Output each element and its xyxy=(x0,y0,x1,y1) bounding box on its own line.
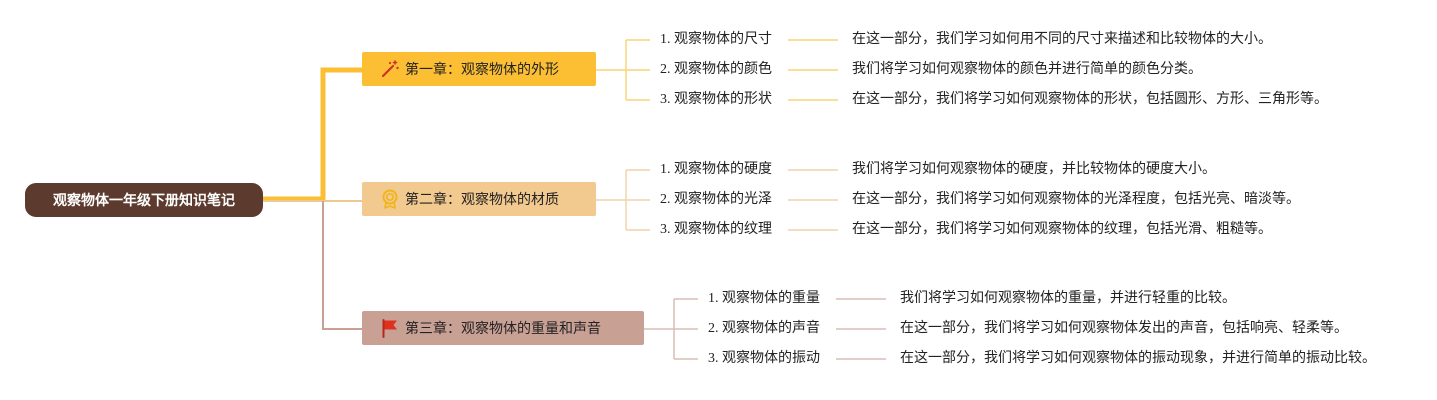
chapter-2-item-2-desc: 在这一部分，我们将学习如何观察物体的光泽程度，包括光亮、暗淡等。 xyxy=(852,192,1300,207)
connector-root-chapter1 xyxy=(263,67,362,202)
chapter-1-item-3-desc: 在这一部分，我们将学习如何观察物体的形状，包括圆形、方形、三角形等。 xyxy=(852,92,1328,107)
chapter-3-item-1-title[interactable]: 1. 观察物体的重量 xyxy=(708,291,820,306)
chapter-1-item-1-desc: 在这一部分，我们学习如何用不同的尺寸来描述和比较物体的大小。 xyxy=(852,32,1272,47)
chapter-2-label: 第二章：观察物体的材质 xyxy=(405,192,559,208)
magic-wand-icon xyxy=(379,58,401,80)
chapter-2-item-1-title[interactable]: 1. 观察物体的硬度 xyxy=(660,162,772,177)
chapter-2-item-3-title[interactable]: 3. 观察物体的纹理 xyxy=(660,222,772,237)
chapter-1-item-2-desc: 我们将学习如何观察物体的颜色并进行简单的颜色分类。 xyxy=(852,62,1202,77)
root-label: 观察物体一年级下册知识笔记 xyxy=(53,193,235,209)
chapter-1-node[interactable]: 第一章：观察物体的外形 xyxy=(362,52,596,86)
chapter-3-item-3-title[interactable]: 3. 观察物体的振动 xyxy=(708,351,820,366)
root-node[interactable]: 观察物体一年级下册知识笔记 xyxy=(25,183,263,217)
chapter-2-item-1-desc: 我们将学习如何观察物体的硬度，并比较物体的硬度大小。 xyxy=(852,162,1216,177)
chapter-3-item-3-desc: 在这一部分，我们将学习如何观察物体的振动现象，并进行简单的振动比较。 xyxy=(900,351,1376,366)
medal-icon xyxy=(379,188,401,210)
chapter-3-label: 第三章：观察物体的重量和声音 xyxy=(405,321,601,337)
red-flag-icon xyxy=(379,317,401,339)
chapter-1-label: 第一章：观察物体的外形 xyxy=(405,62,559,78)
chapter-1-item-3-title[interactable]: 3. 观察物体的形状 xyxy=(660,92,772,107)
chapter-1-item-1-title[interactable]: 1. 观察物体的尺寸 xyxy=(660,32,772,47)
chapter-1-item-2-title[interactable]: 2. 观察物体的颜色 xyxy=(660,62,772,77)
chapter-3-item-1-desc: 我们将学习如何观察物体的重量，并进行轻重的比较。 xyxy=(900,291,1236,306)
connector-root-chapter3 xyxy=(322,201,362,330)
chapter-3-item-2-desc: 在这一部分，我们将学习如何观察物体发出的声音，包括响亮、轻柔等。 xyxy=(900,321,1348,336)
chapter-3-node[interactable]: 第三章：观察物体的重量和声音 xyxy=(362,311,644,345)
chapter-3-item-2-title[interactable]: 2. 观察物体的声音 xyxy=(708,321,820,336)
chapter-2-item-3-desc: 在这一部分，我们将学习如何观察物体的纹理，包括光滑、粗糙等。 xyxy=(852,222,1272,237)
chapter-2-node[interactable]: 第二章：观察物体的材质 xyxy=(362,182,596,216)
chapter-2-item-2-title[interactable]: 2. 观察物体的光泽 xyxy=(660,192,772,207)
